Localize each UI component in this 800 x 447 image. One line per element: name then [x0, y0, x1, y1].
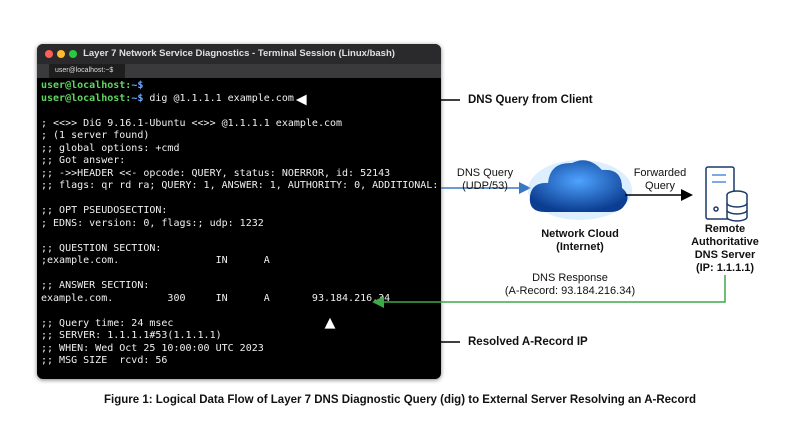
output-line: ;; SERVER: 1.1.1.1#53(1.1.1.1) [41, 330, 222, 341]
label-resolved-ip: Resolved A-Record IP [468, 336, 588, 348]
title-bar: Layer 7 Network Service Diagnostics - Te… [37, 44, 441, 64]
output-line: ;; Got answer: [41, 155, 126, 166]
label-query-from-client: DNS Query from Client [468, 94, 593, 106]
resolved-arrow [330, 320, 460, 343]
label-network-cloud: Network Cloud(Internet) [541, 228, 619, 253]
output-line: ;; WHEN: Wed Oct 25 10:00:00 UTC 2023 [41, 342, 264, 354]
tab-bar: user@localhost:~$ [37, 64, 441, 78]
output-line: ;; ANSWER SECTION: [41, 280, 150, 291]
output-line: ;; ->>HEADER <<- opcode: QUERY, status: … [41, 167, 391, 179]
response-arrow [372, 275, 726, 308]
label-dns-query: DNS Query(UDP/53) [456, 167, 514, 192]
output-line: ;; MSG SIZE rcvd: 56 [41, 355, 168, 366]
output-line: ;; flags: qr rd ra; QUERY: 1, ANSWER: 1,… [41, 180, 441, 191]
output-line: ;; Query time: 24 msec [41, 317, 174, 329]
output-line: ;; global options: +cmd [41, 142, 180, 154]
dig-command: dig @1.1.1.1 example.com [143, 92, 294, 104]
close-button[interactable] [45, 50, 53, 58]
output-line: ; EDNS: version: 0, flags:; udp: 1232 [41, 217, 264, 229]
output-line: ;; QUESTION SECTION: [41, 242, 162, 254]
tab-session[interactable]: user@localhost:~$ [49, 64, 126, 78]
output-line: ; (1 server found) [41, 130, 150, 141]
output-line: ;; OPT PSEUDOSECTION: [41, 205, 168, 216]
figure-caption: Figure 1: Logical Data Flow of Layer 7 D… [104, 394, 696, 406]
output-line: ; <<>> DiG 9.16.1-Ubuntu <<>> @1.1.1.1 e… [41, 117, 343, 129]
terminal-output: user@localhost:~$ user@localhost:~$ dig … [37, 78, 441, 370]
server-icon [705, 166, 748, 222]
minimize-button[interactable] [57, 50, 65, 58]
output-line: example.com. 300 IN A 93.184.216.34 [41, 292, 391, 304]
output-line: ;example.com. IN A [41, 255, 270, 266]
label-dns-response: DNS Response(A-Record: 93.184.216.34) [504, 272, 636, 297]
prompt-command-line: user@localhost:~$ dig @1.1.1.1 example.c… [41, 92, 294, 104]
prompt: user@localhost:~$ [41, 80, 144, 91]
maximize-button[interactable] [69, 50, 77, 58]
cloud-icon [528, 160, 632, 220]
window-title: Layer 7 Network Service Diagnostics - Te… [83, 48, 395, 59]
